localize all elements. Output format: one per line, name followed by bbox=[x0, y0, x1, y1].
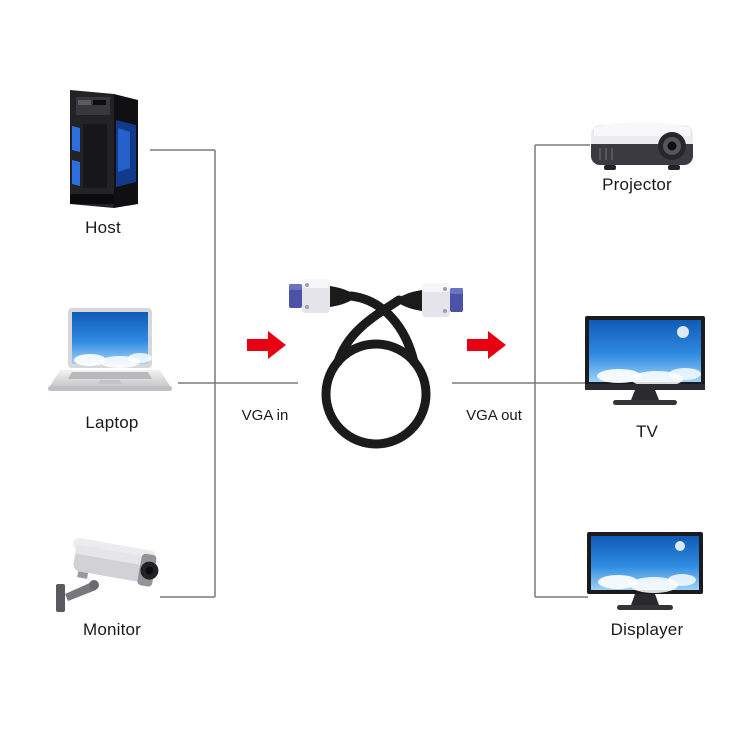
arrow-right-out-icon bbox=[467, 331, 506, 359]
cable-loop bbox=[321, 339, 431, 449]
vga-out-label: VGA out bbox=[466, 407, 522, 424]
vga-connector-left bbox=[289, 279, 352, 313]
tv-icon bbox=[585, 316, 705, 405]
device-label-displayer: Displayer bbox=[610, 620, 684, 639]
vga-in-label: VGA in bbox=[241, 407, 289, 424]
device-label-laptop: Laptop bbox=[85, 413, 139, 432]
cctv-camera-icon bbox=[56, 538, 159, 612]
device-label-projector: Projector bbox=[602, 175, 672, 194]
device-label-monitor: Monitor bbox=[82, 620, 142, 639]
arrow-right-in-icon bbox=[247, 331, 286, 359]
device-label-host: Host bbox=[85, 218, 121, 237]
cable-lead-left bbox=[346, 291, 419, 367]
display-monitor-icon bbox=[587, 532, 703, 610]
device-label-tv: TV bbox=[635, 422, 659, 441]
tower-led-accent bbox=[72, 126, 80, 152]
vga-connector-right bbox=[400, 283, 463, 317]
laptop-icon bbox=[48, 308, 172, 391]
pc-tower-icon bbox=[70, 90, 138, 208]
projector-icon bbox=[591, 122, 693, 170]
vga-cable-image bbox=[289, 279, 463, 449]
